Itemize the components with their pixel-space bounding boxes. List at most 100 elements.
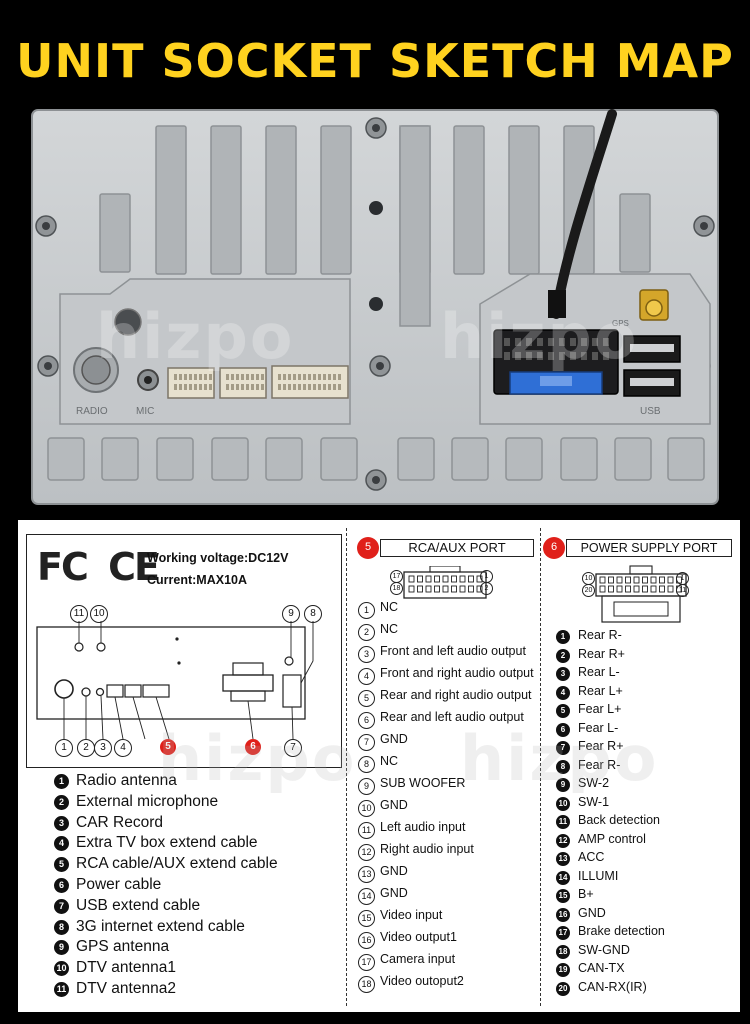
connector-label: RCA cable/AUX extend cable [76, 855, 278, 873]
rca-pin-label: GND [380, 886, 408, 900]
diagram-number-badge: 8 [304, 605, 322, 623]
power-pin-number-badge: 17 [556, 926, 570, 940]
rca-pin-mark: 2 [480, 582, 493, 595]
rca-pin-number-badge: 4 [358, 668, 375, 685]
power-pin-label: Fear R- [578, 757, 621, 772]
rca-pin-label: Camera input [380, 952, 456, 966]
connector-number-badge: 1 [54, 774, 69, 789]
power-pin-number-badge: 1 [556, 630, 570, 644]
power-port-title: POWER SUPPLY PORT [566, 539, 732, 557]
rca-pin-number-badge: 18 [358, 976, 375, 993]
connector-4-icon [219, 367, 267, 399]
rca-pin-label: Rear and right audio output [380, 688, 532, 702]
rca-pin-number-badge: 5 [358, 690, 375, 707]
screw-icon [365, 469, 387, 491]
rca-pin-label: Left audio input [380, 820, 466, 834]
rca-port-header: 5 RCA/AUX PORT [356, 536, 536, 560]
power-pin-label: Fear L+ [578, 702, 622, 716]
rca-pin-number-badge: 15 [358, 910, 375, 927]
connector-label: Radio antenna [76, 772, 177, 789]
rca-pin-number-badge: 8 [358, 756, 375, 773]
connector-number-badge: 8 [54, 919, 69, 935]
rca-pin-label: Front and right audio output [380, 666, 534, 680]
power-pin-number-badge: 11 [556, 815, 570, 829]
power-pin-label: GND [578, 905, 606, 920]
rca-pin-number-badge: 9 [358, 778, 375, 795]
rca-pin-label: GND [380, 732, 408, 746]
connector-label: CAR Record [76, 813, 163, 831]
rca-pin-label: Right audio input [380, 842, 474, 856]
connector-number-badge: 11 [54, 982, 69, 997]
current-spec: Current:MAX10A [147, 573, 248, 587]
rca-pin-label: NC [380, 600, 399, 614]
rca-pin-label: GND [380, 798, 408, 812]
rca-pin-number-badge: 7 [358, 734, 375, 751]
connector-label: DTV antenna1 [76, 959, 176, 977]
rca-pin-label: Video outoput2 [380, 974, 464, 988]
rca-pin-number-badge: 10 [358, 800, 375, 817]
fc-logo: FC [37, 545, 89, 589]
power-pin-mark: 20 [582, 584, 595, 597]
power-pin-number-badge: 14 [556, 870, 570, 885]
rca-pin-number-badge: 6 [358, 712, 375, 729]
rca-port-number: 5 [364, 541, 372, 553]
rca-pin-number-badge: 3 [358, 646, 375, 663]
power-pin-number-badge: 7 [556, 741, 570, 755]
diagram-number-badge-highlight: 6 [245, 739, 261, 755]
diagram-number-badge: 10 [90, 605, 108, 623]
power-pin-label: Brake detection [578, 924, 665, 938]
power-pin-label: Rear R+ [578, 646, 625, 661]
power-pin-number-badge: 10 [556, 796, 570, 811]
connector-label: 3G internet extend cable [76, 917, 245, 935]
power-pin-number-badge: 20 [556, 981, 570, 996]
voltage-spec: Working voltage:DC12V [147, 551, 289, 565]
diagram-number-badge: 4 [114, 739, 132, 757]
power-pin-label: SW-1 [578, 794, 610, 809]
power-port-header: 6 POWER SUPPLY PORT [542, 536, 738, 560]
connector-number-badge: 2 [54, 794, 69, 810]
power-pin-number-badge: 3 [556, 667, 570, 681]
connector-number-badge: 9 [54, 940, 69, 956]
rca-pin-mark: 18 [390, 582, 403, 595]
power-pin-label: Fear L- [578, 720, 619, 735]
connector-number-badge: 10 [54, 961, 69, 977]
diagram-number-badge: 1 [55, 739, 73, 757]
screw-icon [693, 215, 715, 237]
ce-logo: CE [108, 545, 160, 589]
wiring-sheet: FC CE Working voltage:DC12V Current:MAX1… [18, 520, 740, 1012]
connector-label: USB extend cable [76, 896, 201, 914]
power-pin-label: ILLUMI [578, 868, 619, 883]
connector-label: Power cable [76, 876, 162, 893]
rca-pin-number-badge: 11 [358, 822, 375, 839]
power-pin-number-badge: 15 [556, 889, 570, 903]
power-pin-number-badge: 13 [556, 852, 570, 866]
diagram-number-badge: 7 [284, 739, 302, 757]
screw-icon [369, 355, 391, 377]
power-pin-number-badge: 8 [556, 759, 570, 774]
rca-pin-label: Front and left audio output [380, 644, 526, 658]
connector-5-icon [271, 365, 349, 399]
watermark: hizpo [96, 300, 295, 373]
usb-label: USB [640, 406, 661, 417]
connector-number-badge: 7 [54, 898, 69, 914]
power-pin-mark: 11 [676, 584, 689, 597]
power-pin-number-badge: 18 [556, 944, 570, 959]
mic-label: MIC [136, 406, 154, 417]
unit-back-photo: RADIO MIC USB GPS [31, 109, 719, 505]
power-pin-number-badge: 19 [556, 963, 570, 977]
screw-icon [35, 215, 57, 237]
rca-pin-label: Video output1 [380, 930, 457, 944]
connector-label: DTV antenna2 [76, 980, 176, 997]
rca-pin-label: Video input [380, 908, 443, 922]
watermark: hizpo [460, 722, 659, 795]
diagram-number-badge: 3 [94, 739, 112, 757]
rca-port-title: RCA/AUX PORT [380, 539, 534, 557]
rca-pin-number-badge: 12 [358, 844, 375, 861]
connector-number-badge: 6 [54, 878, 69, 893]
rca-pin-number-badge: 2 [358, 624, 375, 641]
connector-number-badge: 3 [54, 815, 69, 831]
power-pin-number-badge: 9 [556, 778, 570, 792]
rca-pin-number-badge: 16 [358, 932, 375, 949]
power-pin-label: Rear R- [578, 628, 622, 642]
